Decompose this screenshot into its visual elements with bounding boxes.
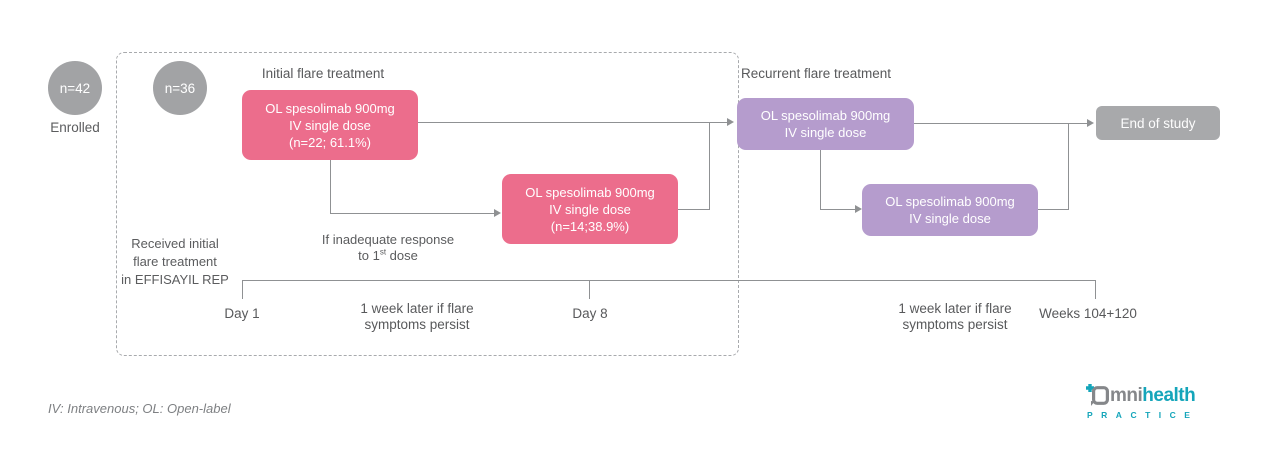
arrowhead-icon [1087,119,1094,127]
timeline-label-persist1: 1 week later if flare symptoms persist [360,301,474,332]
recurrent-dose1-line1: OL spesolimab 900mg [760,108,891,123]
abbreviations-footnote: IV: Intravenous; OL: Open-label [48,401,231,416]
connector-line [330,160,331,214]
treated-circle: n=36 [153,61,207,115]
enrolled-circle-label: n=42 [59,80,91,96]
logo-health-text: health [1142,385,1196,406]
timeline-axis [242,280,1096,281]
logo-practice-text: PRACTICE [1087,410,1199,420]
received-treatment-note: Received initial flare treatment in EFFI… [105,235,245,289]
inadequate-response-line2: to 1st dose [358,247,418,263]
timeline-tick-end [1095,280,1096,299]
initial-dose1-line1: OL spesolimab 900mg [265,100,395,116]
initial-dose2-box: OL spesolimab 900mg IV single dose (n=14… [502,174,678,244]
enrolled-circle: n=42 [48,61,102,115]
initial-dose1-box: OL spesolimab 900mg IV single dose (n=22… [242,90,418,160]
inadequate-response-line1: If inadequate response [321,232,455,247]
timeline-label-day1: Day 1 [224,306,260,321]
connector-line [330,213,495,214]
recurrent-section-title: Recurrent flare treatment [741,66,892,81]
arrowhead-icon [727,118,734,126]
initial-dose1-line3: (n=22; 61.1%) [288,134,372,150]
connector-line [1068,123,1069,210]
timeline-tick-day8 [589,280,590,299]
connector-line [914,123,1088,124]
connector-line [418,122,728,123]
recurrent-dose2-line2: IV single dose [909,211,991,226]
ordinal-superscript: st [379,247,387,257]
received-treatment-note-line2: flare treatment [133,254,217,269]
initial-dose2-line1: OL spesolimab 900mg [525,184,655,200]
initial-dose1-line2: IV single dose [289,117,371,133]
timeline-label-day8: Day 8 [572,306,608,321]
inadequate-response-note: If inadequate response to 1st dose [298,232,478,264]
recurrent-dose1-box: OL spesolimab 900mg IV single dose [737,98,914,150]
treated-circle-label: n=36 [164,80,196,96]
arrowhead-icon [494,209,501,217]
received-treatment-note-line3: in EFFISAYIL REP [121,272,229,287]
arrowhead-icon [855,205,862,213]
initial-treatment-dashed-box [116,52,739,356]
connector-line [820,150,821,210]
initial-section-title: Initial flare treatment [261,66,385,81]
recurrent-dose2-line1: OL spesolimab 900mg [885,194,1015,209]
timeline-label-weeks: Weeks 104+120 [1039,306,1137,321]
initial-dose2-line3: (n=14;38.9%) [550,218,630,234]
connector-line [678,209,710,210]
connector-line [1038,209,1069,210]
recurrent-dose1-line2: IV single dose [784,125,867,140]
logo-omni-text: mni [1110,385,1143,406]
initial-dose2-line2: IV single dose [549,201,631,217]
received-treatment-note-line1: Received initial [131,236,219,251]
end-of-study-box: End of study [1096,106,1220,140]
recurrent-dose2-box: OL spesolimab 900mg IV single dose [862,184,1038,236]
enrolled-label: Enrolled [50,120,100,135]
connector-line [709,122,710,210]
end-of-study-label: End of study [1120,115,1196,131]
logo-omni-glyph-icon [1086,384,1109,406]
timeline-tick-day1 [242,280,243,299]
connector-line [820,209,855,210]
timeline-label-persist2: 1 week later if flare symptoms persist [898,301,1012,332]
